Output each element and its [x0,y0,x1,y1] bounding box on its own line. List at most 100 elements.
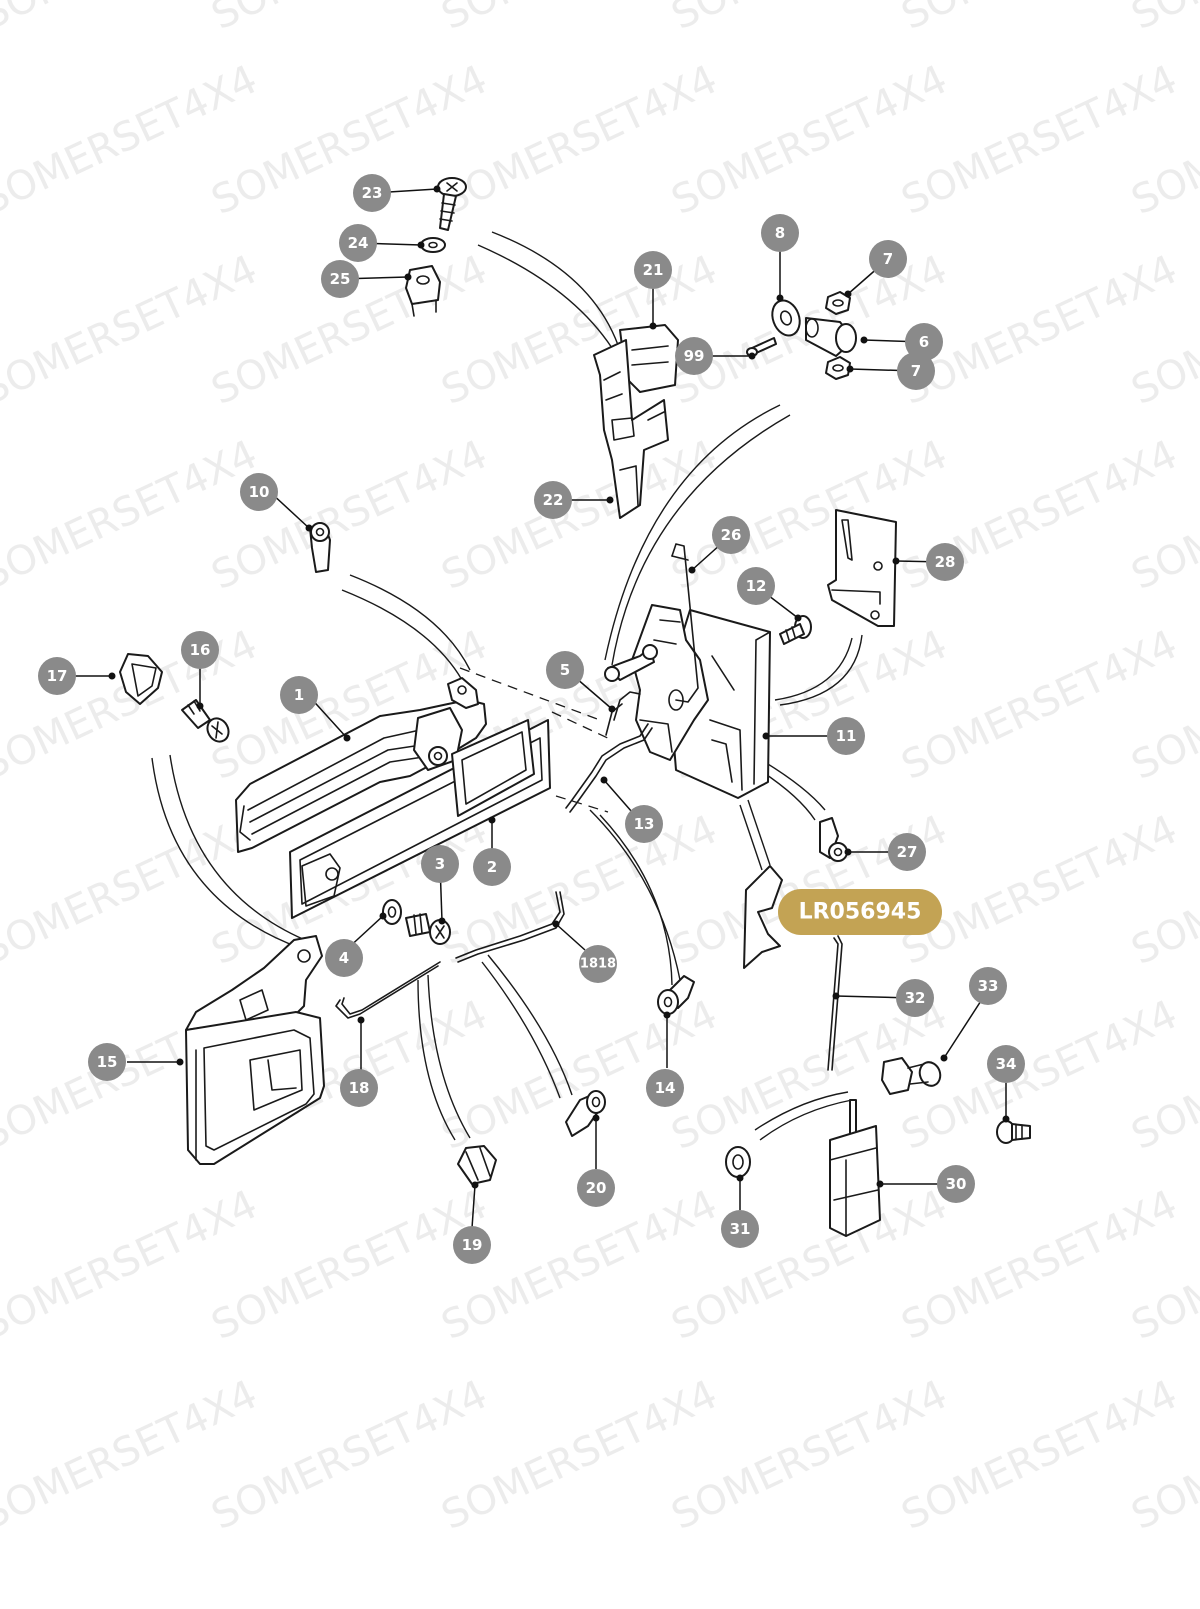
callout-badges: 23 24 25 21 99 8 7 6 7 22 10 26 28 12 16… [38,174,1025,1264]
callout-label: 1 [294,686,304,704]
callout-7-lower[interactable]: 7 [897,352,935,390]
part-18-rod-lower [335,961,441,1019]
callout-label: 7 [883,250,893,268]
part-1-handle [235,677,487,853]
callout-label: 32 [905,989,926,1007]
callout-label: 13 [634,815,655,833]
part-11-latch-body [631,604,771,799]
callout-33[interactable]: 33 [969,967,1007,1005]
callout-26[interactable]: 26 [712,516,750,554]
callout-label: 11 [836,727,857,745]
part-13-rod [565,723,653,813]
callout-label: 12 [746,577,767,595]
callout-28[interactable]: 28 [926,543,964,581]
callout-label: 28 [935,553,956,571]
part-4-washer [382,899,402,925]
callout-label: 4 [339,949,349,967]
part-6-barrel [805,317,857,357]
callout-24[interactable]: 24 [339,224,377,262]
part-28-plate [827,509,897,627]
callout-21[interactable]: 21 [634,251,672,289]
callout-label: 31 [730,1220,751,1238]
callout-label: 6 [919,333,929,351]
parts-drawing [119,177,1031,1237]
callout-14[interactable]: 14 [646,1069,684,1107]
callout-label: 22 [543,491,564,509]
callout-label: 18 [349,1079,370,1097]
callout-10[interactable]: 10 [240,473,278,511]
callout-1818[interactable]: 1818 [579,945,617,983]
part-25-clip-nut [405,265,441,317]
callout-label: 23 [362,184,383,202]
part-26-rod [671,543,699,703]
callout-2[interactable]: 2 [473,848,511,886]
callout-16[interactable]: 16 [181,631,219,669]
callout-label: 19 [462,1236,483,1254]
callout-6[interactable]: 6 [905,323,943,361]
part-16-screw [181,699,230,743]
callout-27[interactable]: 27 [888,833,926,871]
callout-4[interactable]: 4 [325,939,363,977]
callout-label: 33 [978,977,999,995]
part-18-rod-upper [455,891,565,963]
callout-99[interactable]: 99 [675,337,713,375]
connection-curves [151,231,863,1141]
callout-label: 21 [643,261,664,279]
callout-label: 15 [97,1053,118,1071]
callout-3[interactable]: 3 [421,845,459,883]
callout-23[interactable]: 23 [353,174,391,212]
callout-label: 24 [348,234,369,252]
callout-30[interactable]: 30 [937,1165,975,1203]
callout-label: 14 [655,1079,676,1097]
part-33-clip [881,1057,942,1095]
part-12-screw [779,615,812,645]
part-14-clip [657,975,695,1015]
callout-13[interactable]: 13 [625,805,663,843]
part-30-actuator [829,1099,881,1237]
callout-label: 20 [586,1179,607,1197]
part-7-nut-lower [825,356,851,380]
callout-label: 2 [487,858,497,876]
part-2-bezel [289,719,551,919]
callout-1[interactable]: 1 [280,676,318,714]
alignment-lines [459,667,613,813]
callout-15[interactable]: 15 [88,1043,126,1081]
reference-code-text: LR056945 [799,900,922,925]
callout-label: 8 [775,224,785,242]
callout-label: 1818 [580,957,616,972]
part-10-clip [309,522,331,573]
part-21-22-lock-assembly [593,324,679,519]
callout-8[interactable]: 8 [761,214,799,252]
reference-code-badge: LR056945 [778,889,942,935]
part-17-clip-nut [119,653,163,705]
part-24-washer [420,237,446,253]
callout-11[interactable]: 11 [827,717,865,755]
callout-label: 34 [996,1055,1017,1073]
callout-12[interactable]: 12 [737,567,775,605]
callout-label: 30 [946,1175,967,1193]
part-31-grommet [725,1146,751,1178]
callout-5[interactable]: 5 [546,651,584,689]
callout-label: 26 [721,526,742,544]
part-19-clip [457,1145,497,1185]
callout-7-upper[interactable]: 7 [869,240,907,278]
callout-25[interactable]: 25 [321,260,359,298]
callout-label: 17 [47,667,68,685]
watermark-text: SOMERSET4X4 [1125,0,1200,39]
callout-19[interactable]: 19 [453,1226,491,1264]
callout-32[interactable]: 32 [896,979,934,1017]
callout-34[interactable]: 34 [987,1045,1025,1083]
part-20-clip [565,1090,606,1137]
part-15-interior-handle [185,935,325,1165]
callout-label: 5 [560,661,570,679]
callout-17[interactable]: 17 [38,657,76,695]
callout-18[interactable]: 18 [340,1069,378,1107]
part-pad [743,865,783,969]
callout-22[interactable]: 22 [534,481,572,519]
part-34-screw [996,1120,1031,1144]
callout-31[interactable]: 31 [721,1210,759,1248]
part-27-clip [819,817,848,862]
callout-label: 16 [190,641,211,659]
callout-20[interactable]: 20 [577,1169,615,1207]
